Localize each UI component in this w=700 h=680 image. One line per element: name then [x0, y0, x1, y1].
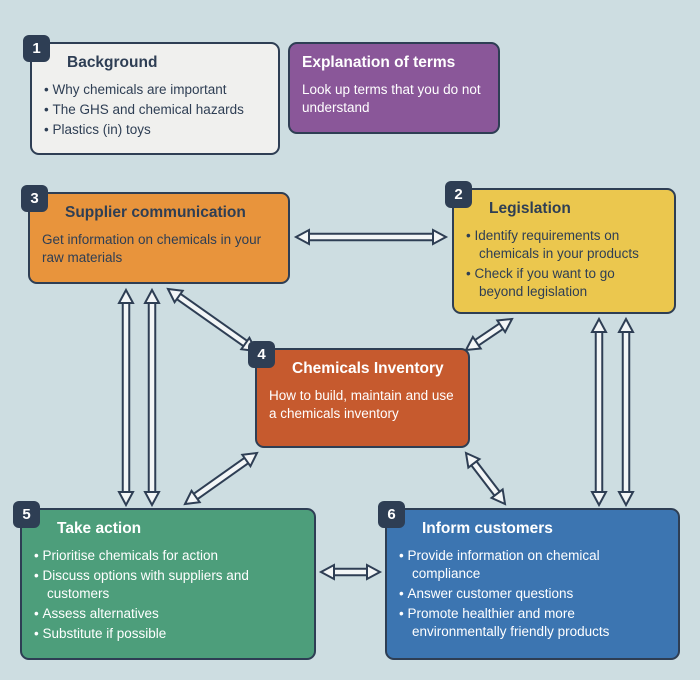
bullet-item: Check if you want to go beyond legislati…	[466, 265, 662, 301]
step-number-badge-2: 2	[445, 181, 472, 208]
bullet-item: Why chemicals are important	[44, 81, 266, 99]
inform-customers-bullet-list: Provide information on chemical complian…	[399, 547, 666, 640]
chemicals-inventory-box: 4 Chemicals Inventory How to build, main…	[248, 341, 470, 448]
explanation-title: Explanation of terms	[302, 54, 456, 71]
arrow-supplier-takeaction	[117, 287, 135, 508]
bullet-item: Discuss options with suppliers and custo…	[34, 567, 302, 603]
supplier-title: Supplier communication	[65, 204, 246, 221]
arrow-legislation-inform	[590, 316, 608, 508]
supplier-body: Get information on chemicals in your raw…	[42, 232, 262, 266]
explanation-of-terms-box: Explanation of terms Look up terms that …	[288, 42, 500, 134]
step-number-badge-4: 4	[248, 341, 275, 368]
take-action-bullet-list: Prioritise chemicals for action Discuss …	[34, 547, 302, 642]
step-number-badge-3: 3	[21, 185, 48, 212]
background-title: Background	[67, 54, 158, 71]
inform-customers-title: Inform customers	[422, 520, 553, 537]
inventory-body: How to build, maintain and use a chemica…	[269, 388, 454, 422]
bullet-item: Assess alternatives	[34, 605, 302, 623]
background-box: 1 Background Why chemicals are important…	[23, 35, 280, 155]
take-action-title: Take action	[57, 520, 142, 537]
step-number-badge-1: 1	[23, 35, 50, 62]
arrow-takeaction-inform	[318, 563, 383, 581]
bullet-item: Plastics (in) toys	[44, 121, 266, 139]
bullet-item: Identify requirements on chemicals in yo…	[466, 227, 662, 263]
bullet-item: The GHS and chemical hazards	[44, 101, 266, 119]
bullet-item: Substitute if possible	[34, 625, 302, 643]
arrow-legislation-inventory	[464, 317, 514, 352]
explanation-body: Look up terms that you do not understand	[302, 82, 481, 116]
legislation-bullet-list: Identify requirements on chemicals in yo…	[466, 227, 662, 300]
take-action-box: 5 Take action Prioritise chemicals for a…	[13, 501, 316, 660]
bullet-item: Promote healthier and more environmental…	[399, 605, 666, 641]
step-number-badge-6: 6	[378, 501, 405, 528]
arrow-legislation-inform	[617, 316, 635, 508]
arrow-inventory-takeaction	[183, 451, 259, 506]
inform-customers-box: 6 Inform customers Provide information o…	[378, 501, 680, 660]
legislation-title: Legislation	[489, 200, 571, 217]
inventory-title: Chemicals Inventory	[292, 360, 444, 377]
step-number-badge-5: 5	[13, 501, 40, 528]
bullet-item: Provide information on chemical complian…	[399, 547, 666, 583]
supplier-communication-box: 3 Supplier communication Get information…	[21, 185, 290, 284]
arrow-supplier-inventory	[166, 287, 258, 353]
bullet-item: Answer customer questions	[399, 585, 666, 603]
legislation-box: 2 Legislation Identify requirements on c…	[445, 181, 676, 314]
bullet-item: Prioritise chemicals for action	[34, 547, 302, 565]
arrow-supplier-takeaction	[143, 287, 161, 508]
background-bullet-list: Why chemicals are important The GHS and …	[44, 81, 266, 138]
arrow-supplier-legislation	[293, 228, 449, 246]
arrow-inventory-inform	[464, 451, 507, 506]
